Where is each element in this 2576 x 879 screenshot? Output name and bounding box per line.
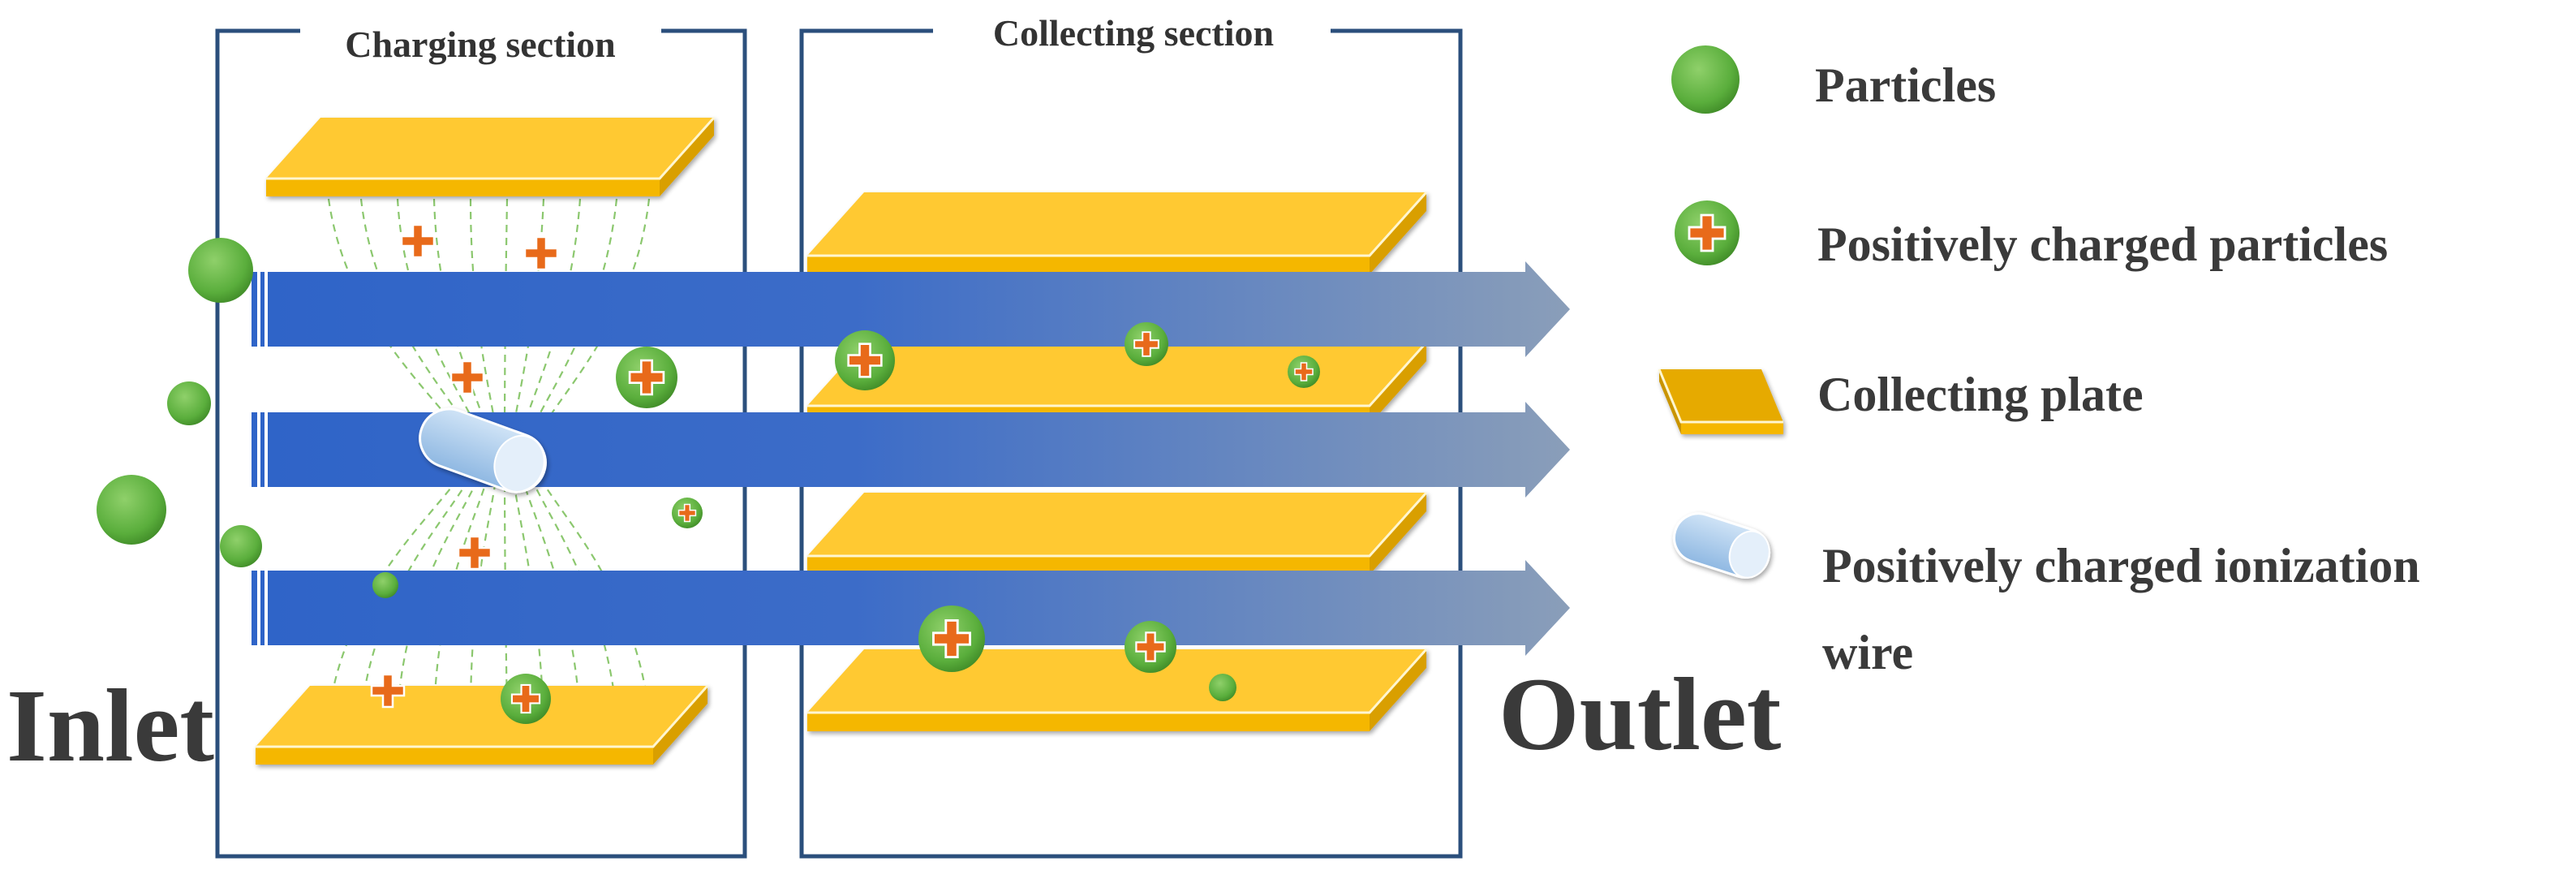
charging-section-frame <box>215 28 747 859</box>
plus-icon <box>847 343 883 378</box>
plus-icon <box>370 673 406 709</box>
flow-arrow-2 <box>252 402 1570 498</box>
inlet-label: Inlet <box>6 668 214 783</box>
charging-section-title: Charging section <box>345 24 616 65</box>
particle <box>167 381 211 425</box>
plus-icon <box>628 359 665 396</box>
charged-particle <box>672 498 703 528</box>
legend-particles-label: Particles <box>1815 58 1996 112</box>
flow-arrow-1 <box>252 261 1570 357</box>
charged-particle <box>1675 200 1740 265</box>
charged-particle <box>1288 355 1320 388</box>
particle <box>97 475 166 545</box>
ionization-wire <box>419 407 547 493</box>
legend-plate-icon <box>1658 368 1783 434</box>
plus-icon <box>932 619 971 658</box>
legend-charged-particle-icon <box>1675 200 1740 265</box>
legend-particle-icon <box>1671 45 1740 114</box>
collecting-plate-3 <box>807 491 1428 575</box>
plus-icon <box>457 535 492 571</box>
charging-plate-bottom <box>256 685 709 765</box>
legend-charged-particles-label: Positively charged particles <box>1817 218 2388 271</box>
collecting-section-title: Collecting section <box>993 12 1274 54</box>
particle <box>220 525 262 567</box>
legend: Particles Positively charged particles C… <box>1658 45 2420 679</box>
charged-particle <box>1125 322 1168 366</box>
legend-wire-label-line1: Positively charged ionization <box>1822 539 2420 592</box>
positive-charges <box>370 223 559 709</box>
charging-plate-top <box>266 117 716 196</box>
plus-icon <box>400 223 436 259</box>
charged-particle <box>835 330 895 390</box>
plus-icon <box>523 235 559 271</box>
collecting-plate-4 <box>807 648 1428 731</box>
plus-icon <box>1133 331 1159 357</box>
legend-plate-label: Collecting plate <box>1817 368 2144 421</box>
legend-wire-label-line2: wire <box>1822 626 1913 679</box>
particle <box>372 572 398 598</box>
legend-wire-icon <box>1672 512 1771 579</box>
charged-particle <box>501 674 551 724</box>
plus-icon <box>677 503 697 523</box>
collecting-plate-2 <box>807 341 1428 424</box>
particle <box>188 238 253 303</box>
particle <box>1209 674 1236 701</box>
flow-arrow-3 <box>252 560 1570 656</box>
plus-icon <box>1294 362 1314 381</box>
plus-icon <box>449 360 485 395</box>
plus-icon <box>510 683 541 714</box>
collecting-plate-1 <box>807 191 1428 274</box>
collecting-section-frame <box>799 28 1463 859</box>
charged-particle <box>1125 621 1176 673</box>
charged-particles <box>501 322 1320 724</box>
outlet-label: Outlet <box>1499 657 1782 772</box>
charged-particle <box>918 605 985 672</box>
plus-icon <box>1688 213 1727 252</box>
uncharged-particles <box>97 238 1236 701</box>
plus-icon <box>1135 631 1166 662</box>
charged-particle <box>616 347 677 408</box>
